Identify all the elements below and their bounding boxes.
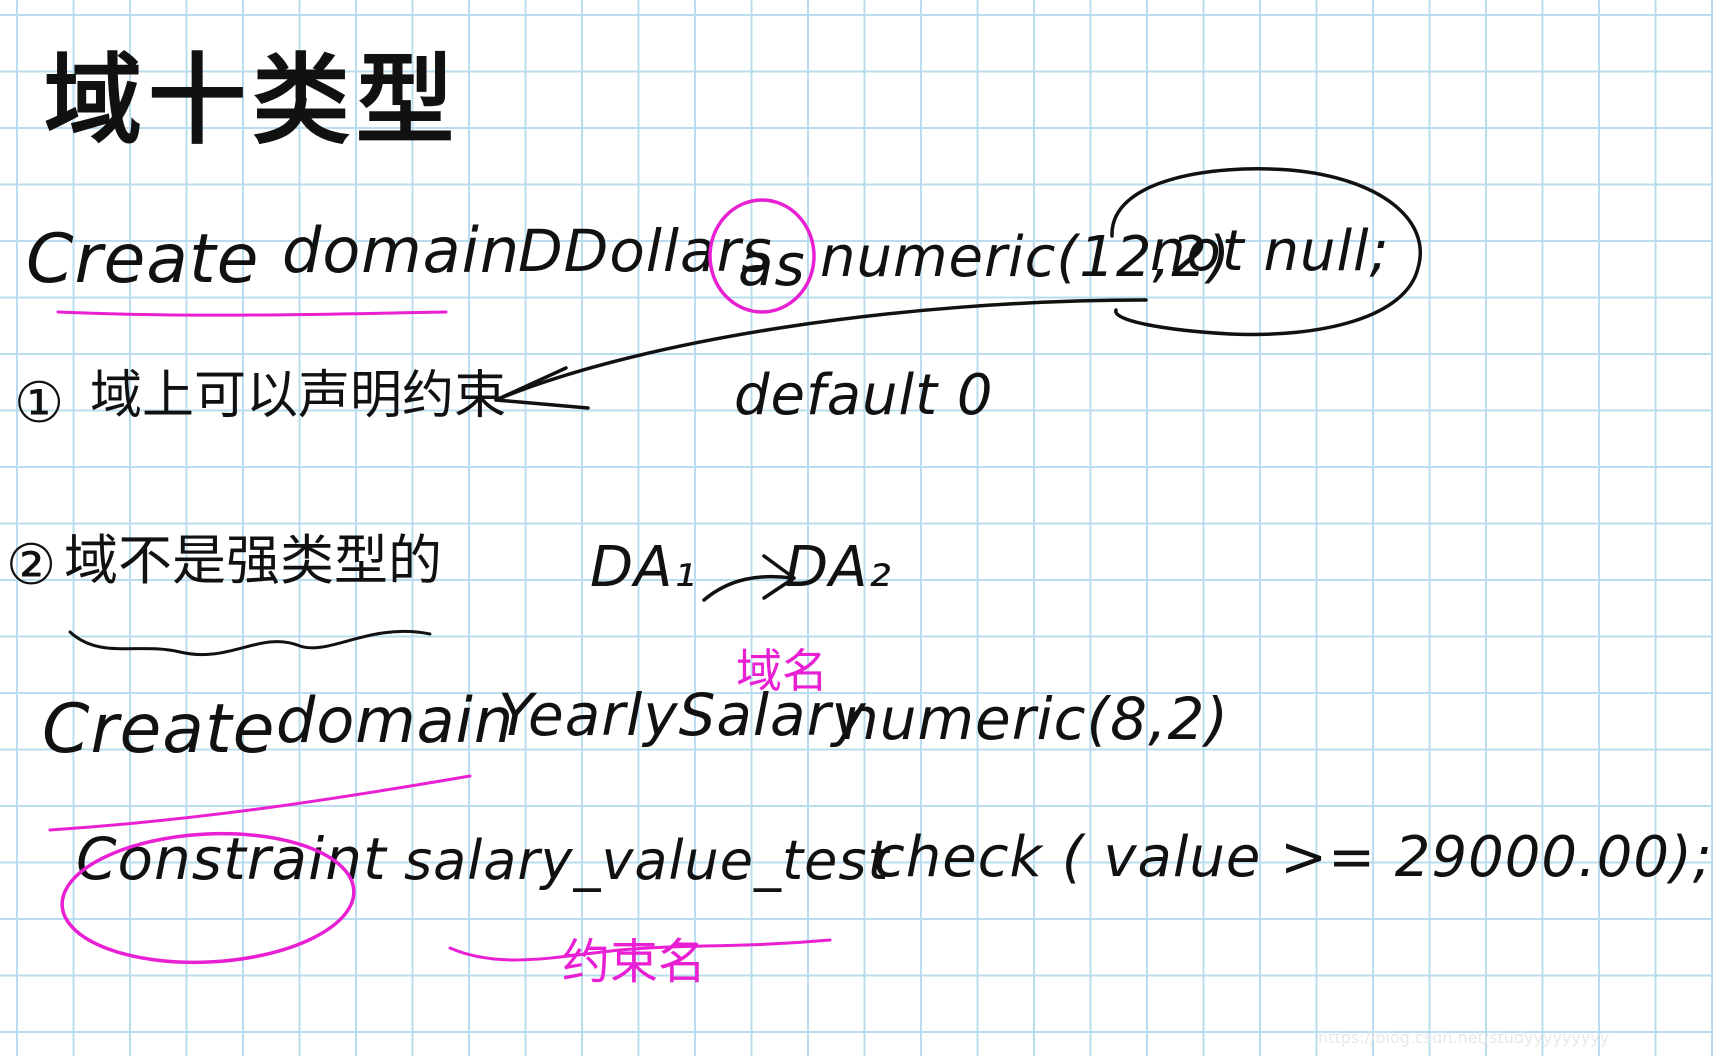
check-clause: check ( value >= 29000.00); [874,825,1713,890]
watermark: https://blog.csdn.net/studyyyyyyyyy [1318,1028,1610,1047]
default-zero: default 0 [734,363,994,428]
arrow-da1-da2 [702,574,794,602]
page-title: 域十类型 [44,44,461,158]
annotation-constraint-name: 约束名 [562,934,707,990]
notebook-page: 域十类型 Create domain DDollars as numeric(1… [6,44,1712,1047]
type-numeric-8-2: numeric(8,2) [842,685,1230,753]
annotation-domain-name: 域名 [736,644,828,698]
note1-text: 域上可以声明约束 [90,366,507,426]
underline-create-domain-2 [48,774,472,832]
note2-marker: ② [6,533,57,598]
wavy-underline-note2 [68,629,432,657]
note2-text: 域不是强类型的 [64,529,442,592]
domain-name-ddollars: DDollars [518,217,773,285]
domain-name-yearlysalary: YearlySalary [498,681,867,749]
underline-create-domain-1 [56,310,448,317]
keyword-constraint: Constraint [76,825,387,893]
keyword-create: Create [26,220,260,299]
constraint-name-salary-value-test: salary_value_test [404,829,890,892]
arrow-head-note1 [494,366,590,410]
keyword-as: as [738,231,806,299]
ink-annotations [48,167,1422,965]
keyword-domain: domain [282,214,521,287]
conversion-to: DA₂ [785,535,892,600]
keyword-create-2: Create [42,690,276,769]
constraint-not-null: not null; [1150,219,1390,284]
conversion-from: DA₁ [590,535,697,600]
keyword-domain-2: domain [276,684,515,757]
note1-marker: ① [14,371,65,436]
